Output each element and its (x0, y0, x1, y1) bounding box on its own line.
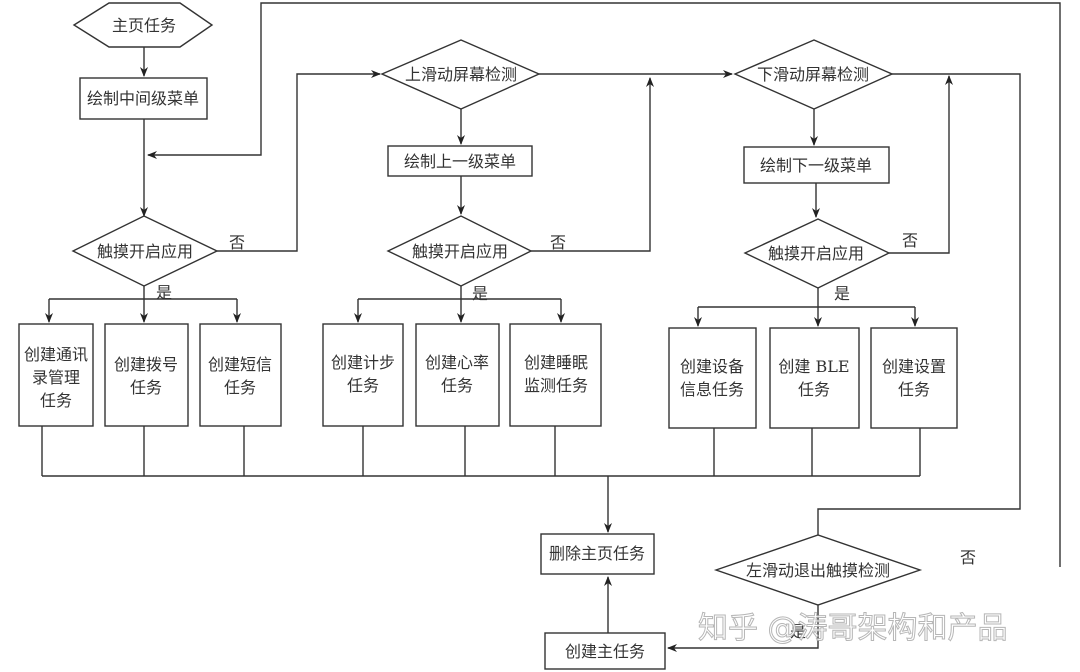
node-label-line: 任务 (130, 378, 162, 397)
node-label-line: 任务 (798, 380, 830, 399)
node-step-task: 创建计步 任务 (322, 323, 404, 427)
decision-shape (380, 39, 541, 110)
node-label-line: 创建计步 (331, 353, 395, 372)
node-delete-home-task: 删除主页任务 (540, 533, 655, 575)
edge-touch3-no (889, 75, 953, 254)
edge-exit-yes (667, 605, 819, 652)
node-swipe-left-exit: 左滑动退出触摸检测 (713, 534, 923, 606)
edge-labels: 否 是 否 是 否 是 否 是 (156, 231, 976, 641)
process-box (387, 145, 533, 177)
node-label-line: 任务 (441, 376, 473, 395)
node-label: 删除主页任务 (549, 544, 645, 563)
connectors (41, 2, 1061, 652)
node-label-line: 创建设备 (680, 357, 744, 376)
node-label: 下滑动屏幕检测 (757, 65, 869, 84)
node-label-line: 任务 (347, 376, 379, 395)
node-settings-task: 创建设置 任务 (870, 327, 958, 429)
node-label-line: 创建心率 (425, 353, 489, 372)
process-box (668, 327, 757, 429)
node-label: 绘制上一级菜单 (404, 152, 516, 171)
hexagon-shape (72, 2, 214, 48)
edge-exit-no-loop (147, 2, 1061, 567)
node-draw-down-menu: 绘制下一级菜单 (743, 146, 890, 184)
node-dial-task: 创建拨号 任务 (104, 323, 189, 427)
label-yes-1: 是 (156, 283, 172, 302)
process-box (743, 146, 890, 184)
node-label: 主页任务 (112, 16, 176, 35)
process-box (415, 323, 500, 427)
process-box (79, 77, 208, 120)
label-no-2: 否 (550, 233, 566, 252)
node-draw-up-menu: 绘制上一级菜单 (387, 145, 533, 177)
process-box (870, 327, 958, 429)
process-box (769, 327, 860, 429)
node-label: 创建主任务 (565, 642, 645, 661)
label-yes-exit: 是 (790, 622, 806, 641)
label-yes-3: 是 (834, 284, 850, 303)
node-slide-up: 上滑动屏幕检测 (380, 39, 541, 110)
node-label-line: 任务 (40, 391, 72, 410)
node-label: 触摸开启应用 (768, 244, 864, 263)
label-no-1: 否 (229, 233, 245, 252)
node-label-line: 创建设置 (882, 357, 946, 376)
decision-shape (743, 218, 891, 289)
node-label: 上滑动屏幕检测 (405, 65, 517, 84)
node-label-line: 创建睡眠 (524, 353, 588, 372)
edge-slidedown-to-exit (814, 73, 1021, 554)
process-box (540, 533, 655, 575)
node-sms-task: 创建短信 任务 (199, 323, 282, 427)
decision-shape (733, 39, 894, 110)
node-label: 绘制中间级菜单 (87, 89, 199, 108)
label-yes-2: 是 (472, 284, 488, 303)
node-home-task: 主页任务 (72, 2, 214, 48)
node-label-line: 录管理 (32, 368, 80, 387)
node-ble-task: 创建 BLE 任务 (769, 327, 860, 429)
process-box (104, 323, 189, 427)
node-touch-open-3: 触摸开启应用 (743, 218, 891, 289)
node-label-line: 创建短信 (208, 355, 272, 374)
node-contacts-task: 创建通讯 录管理 任务 (18, 323, 94, 427)
node-label-line: 任务 (898, 380, 930, 399)
node-sleep-task: 创建睡眠 监测任务 (509, 323, 602, 427)
process-box (18, 323, 94, 427)
decision-shape (713, 534, 923, 606)
node-label-line: 信息任务 (680, 380, 744, 399)
node-slide-down: 下滑动屏幕检测 (733, 39, 894, 110)
node-device-info-task: 创建设备 信息任务 (668, 327, 757, 429)
node-label-line: 创建拨号 (114, 355, 178, 374)
node-draw-mid-menu: 绘制中间级菜单 (79, 77, 208, 120)
node-label: 绘制下一级菜单 (760, 156, 872, 175)
node-label: 触摸开启应用 (97, 242, 193, 261)
edge-touch1-no (217, 70, 381, 252)
process-box (322, 323, 404, 427)
label-no-exit: 否 (960, 548, 976, 567)
node-label-line: 创建 BLE (778, 357, 849, 376)
node-touch-open-1: 触摸开启应用 (71, 215, 219, 287)
node-label: 左滑动退出触摸检测 (746, 561, 890, 580)
watermark: 知乎 @涛哥架构和产品 (698, 611, 1008, 646)
node-label-line: 创建通讯 (24, 345, 88, 364)
process-box (199, 323, 282, 427)
process-box (544, 632, 666, 670)
node-label-line: 任务 (224, 378, 256, 397)
node-create-main-task: 创建主任务 (544, 632, 666, 670)
node-touch-open-2: 触摸开启应用 (386, 215, 533, 287)
process-box (509, 323, 602, 427)
label-no-3: 否 (902, 231, 918, 250)
edge-touch2-no (531, 77, 654, 252)
node-heart-task: 创建心率 任务 (415, 323, 500, 427)
decision-shape (386, 215, 533, 287)
node-label-line: 监测任务 (524, 376, 588, 395)
node-label: 触摸开启应用 (412, 242, 508, 261)
decision-shape (71, 215, 219, 287)
